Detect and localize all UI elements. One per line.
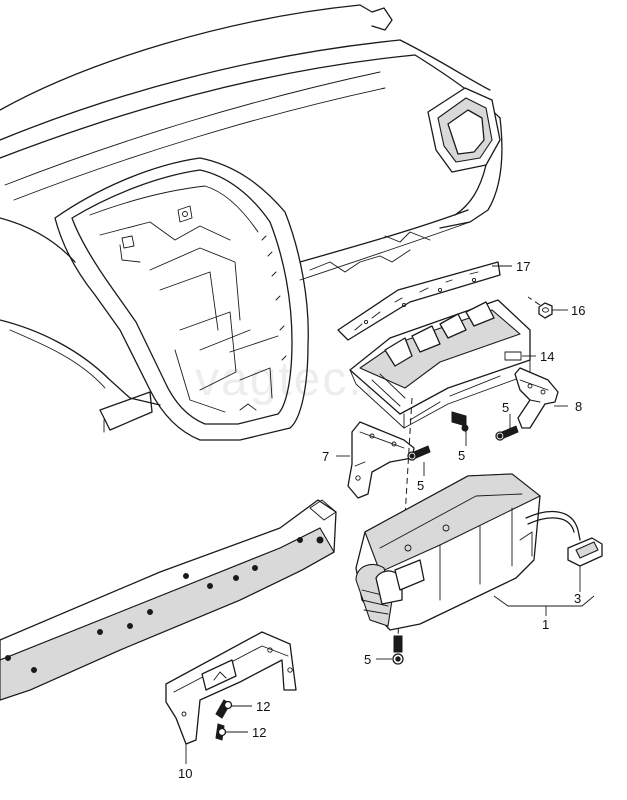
part-16-nut	[527, 296, 553, 319]
part-5-screw-middle	[407, 445, 431, 461]
part-12-bolt-upper	[215, 699, 233, 719]
cross-member-beam	[0, 499, 337, 701]
callout-5-bottom: 5	[364, 652, 371, 667]
callout-5-right: 5	[502, 400, 509, 415]
callout-17: 17	[516, 259, 530, 274]
callout-12-lower: 12	[252, 725, 266, 740]
callout-7: 7	[322, 449, 329, 464]
passenger-airbag-module	[355, 473, 603, 631]
callout-1: 1	[542, 617, 549, 632]
dash-vent-right	[427, 87, 501, 173]
leader-lines	[185, 265, 595, 764]
part-12-bolt-lower	[215, 723, 227, 741]
callout-3: 3	[574, 591, 581, 606]
part-5-screw-right	[495, 425, 519, 441]
part-7-bracket-left	[347, 421, 415, 499]
callout-12-upper: 12	[256, 699, 270, 714]
part-17-frame-plate	[337, 261, 501, 341]
part-5-screw-upper	[451, 411, 469, 433]
callout-5-upper: 5	[458, 448, 465, 463]
part-8-bracket-right	[514, 367, 559, 429]
part-10-lower-bracket	[165, 631, 297, 745]
part-5-screw-bottom	[392, 635, 404, 665]
callout-10: 10	[178, 766, 192, 781]
callout-16: 16	[571, 303, 585, 318]
part-14-mounting-frame	[349, 299, 531, 429]
dashboard-panel	[0, 4, 503, 441]
dash-center-opening	[54, 157, 309, 441]
callout-5-middle: 5	[417, 478, 424, 493]
callout-8: 8	[575, 399, 582, 414]
callout-14: 14	[540, 349, 554, 364]
